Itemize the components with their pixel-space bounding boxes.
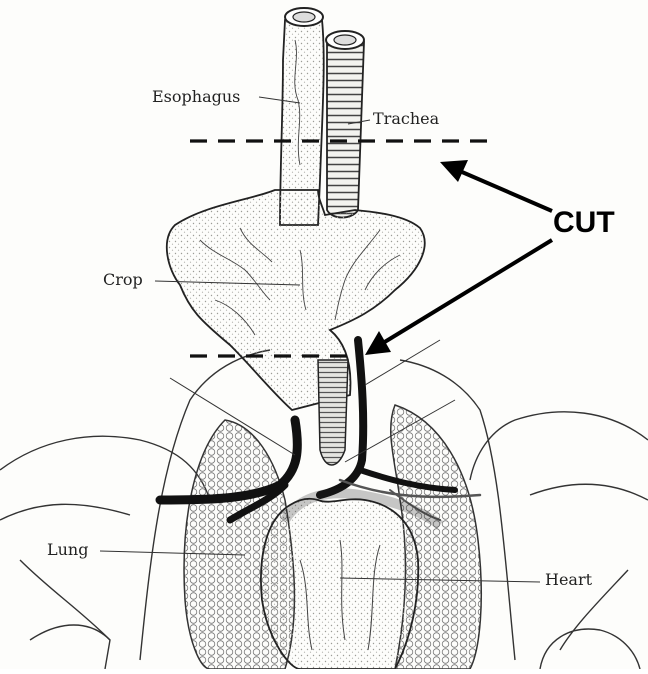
cut-label: CUT bbox=[553, 206, 615, 239]
lower-trachea bbox=[318, 360, 348, 465]
esophagus-label: Esophagus bbox=[152, 87, 240, 106]
lung-label: Lung bbox=[47, 540, 88, 559]
heart bbox=[261, 499, 418, 669]
lower-arrowhead bbox=[365, 331, 391, 355]
crop-label: Crop bbox=[103, 270, 143, 289]
trachea-label: Trachea bbox=[373, 109, 440, 128]
crop bbox=[167, 190, 425, 410]
trachea bbox=[327, 42, 364, 218]
heart-label: Heart bbox=[545, 570, 593, 589]
